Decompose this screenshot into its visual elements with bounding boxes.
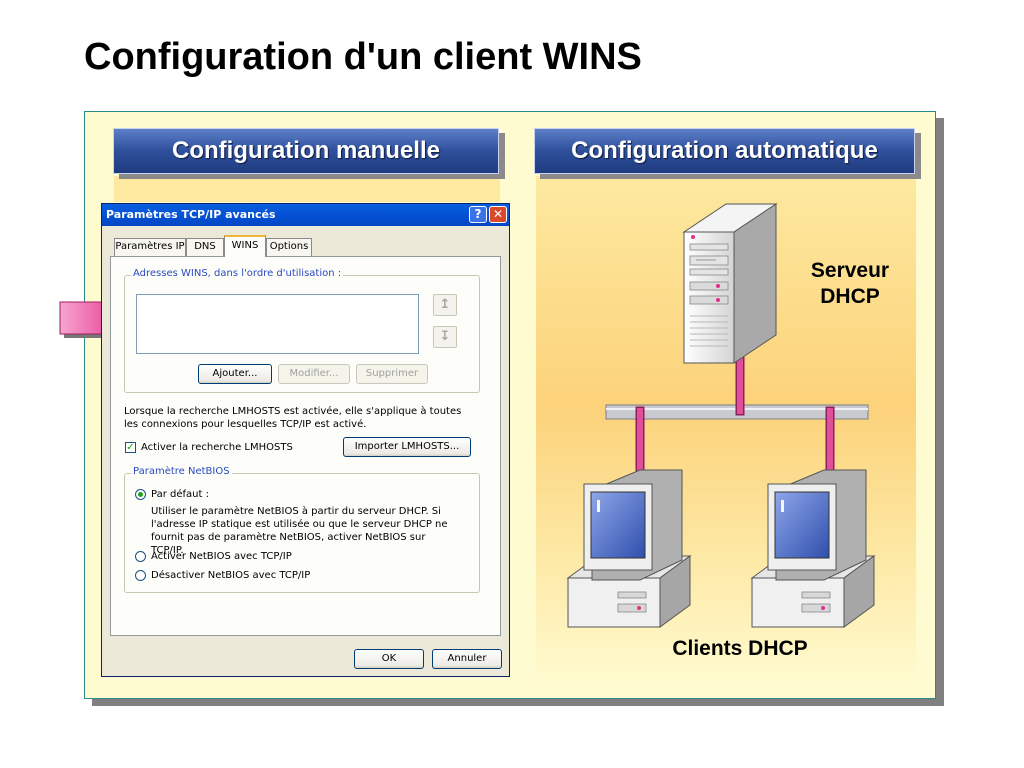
add-button[interactable]: Ajouter...	[198, 364, 272, 384]
manual-config-header: Configuration manuelle	[113, 128, 499, 174]
netbios-group-label: Paramètre NetBIOS	[131, 466, 232, 477]
tab-options[interactable]: Options	[266, 238, 312, 256]
netbios-enable-label: Activer NetBIOS avec TCP/IP	[151, 551, 292, 562]
close-button[interactable]: ✕	[489, 206, 507, 223]
dhcp-server-label-line1: Serveur	[810, 259, 890, 282]
tab-ip-settings[interactable]: Paramètres IP	[114, 238, 186, 256]
netbios-default-radio[interactable]	[135, 489, 146, 500]
dhcp-client-icon-2	[750, 469, 876, 628]
modify-button[interactable]: Modifier...	[278, 364, 350, 384]
ok-button[interactable]: OK	[354, 649, 424, 669]
netbios-disable-label: Désactiver NetBIOS avec TCP/IP	[151, 570, 311, 581]
network-cables	[635, 355, 835, 481]
lmhosts-checkbox[interactable]: ✓	[125, 442, 136, 453]
netbios-enable-radio[interactable]	[135, 551, 146, 562]
tab-wins[interactable]: WINS	[224, 235, 266, 257]
netbios-group: Paramètre NetBIOS Par défaut : Utiliser …	[124, 466, 480, 593]
cancel-button[interactable]: Annuler	[432, 649, 502, 669]
dhcp-server-icon	[682, 203, 778, 364]
wins-address-list[interactable]	[136, 294, 419, 354]
help-button[interactable]: ?	[469, 206, 487, 223]
wins-address-group: Adresses WINS, dans l'ordre d'utilisatio…	[124, 268, 480, 393]
lmhosts-description: Lorsque la recherche LMHOSTS est activée…	[124, 406, 462, 430]
lmhosts-checkbox-label: Activer la recherche LMHOSTS	[141, 442, 293, 453]
import-lmhosts-button[interactable]: Importer LMHOSTS...	[343, 437, 471, 457]
dialog-title: Paramètres TCP/IP avancés	[106, 208, 276, 221]
dhcp-clients-label: Clients DHCP	[672, 637, 808, 660]
dhcp-server-label: Serveur DHCP	[794, 258, 906, 310]
auto-config-header: Configuration automatique	[534, 128, 915, 174]
wins-tab-panel: Adresses WINS, dans l'ordre d'utilisatio…	[110, 256, 501, 636]
dhcp-server-label-line2: DHCP	[820, 285, 880, 308]
dialog-titlebar: Paramètres TCP/IP avancés ? ✕	[102, 204, 509, 226]
move-up-button[interactable]: ↥	[433, 294, 457, 316]
netbios-default-description: Utiliser le paramètre NetBIOS à partir d…	[151, 506, 448, 556]
manual-panel-strip	[114, 176, 500, 202]
dhcp-client-icon-1	[566, 469, 692, 628]
netbios-disable-radio[interactable]	[135, 570, 146, 581]
wins-address-group-label: Adresses WINS, dans l'ordre d'utilisatio…	[131, 268, 344, 279]
slide-title: Configuration d'un client WINS	[84, 36, 642, 78]
netbios-default-label: Par défaut :	[151, 489, 209, 500]
remove-button[interactable]: Supprimer	[356, 364, 428, 384]
tab-dns[interactable]: DNS	[186, 238, 224, 256]
move-down-button[interactable]: ↧	[433, 326, 457, 348]
advanced-tcpip-dialog: Paramètres TCP/IP avancés ? ✕ Paramètres…	[101, 203, 510, 677]
